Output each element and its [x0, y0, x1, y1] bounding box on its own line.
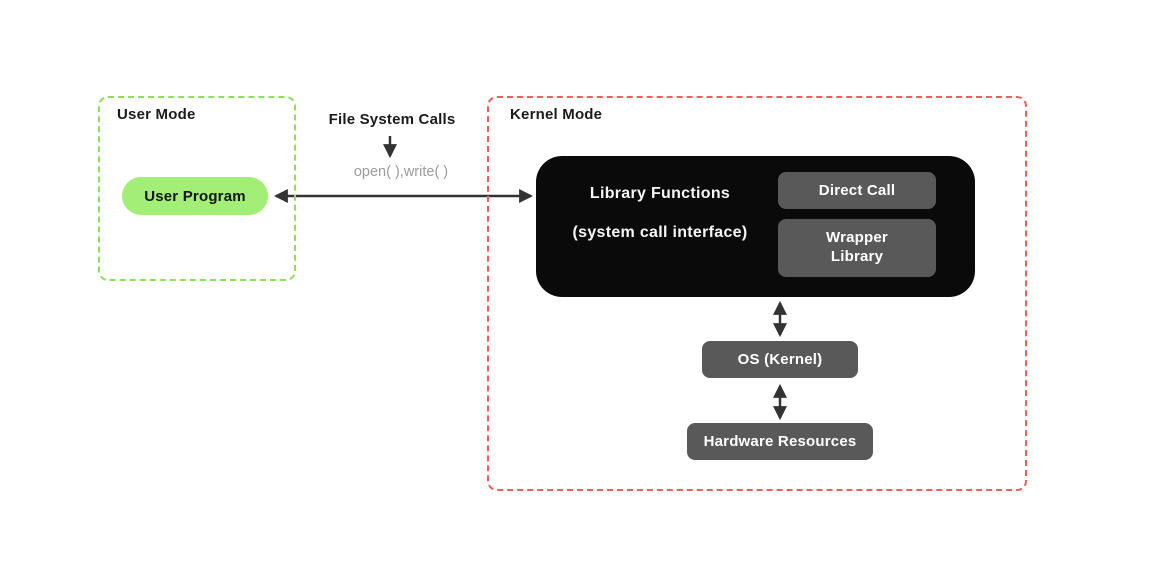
direct-call-node: Direct Call — [778, 172, 936, 209]
user-program-node: User Program — [122, 177, 268, 215]
wrapper-library-node: Wrapper Library — [778, 219, 936, 277]
hardware-resources-label: Hardware Resources — [703, 433, 857, 450]
hardware-resources-node: Hardware Resources — [687, 423, 873, 460]
user-mode-group — [98, 96, 296, 281]
wrapper-library-label: Wrapper Library — [826, 229, 888, 265]
file-system-calls-label: File System Calls — [328, 111, 456, 128]
library-functions-title: Library Functions — [589, 185, 731, 202]
kernel-mode-label: Kernel Mode — [510, 106, 603, 123]
kernel-mode-group — [487, 96, 1027, 491]
direct-call-label: Direct Call — [818, 182, 896, 199]
file-system-calls-example: open( ),write( ) — [353, 164, 449, 180]
library-functions-subtitle: (system call interface) — [572, 224, 748, 241]
os-kernel-node: OS (Kernel) — [702, 341, 858, 378]
os-kernel-label: OS (Kernel) — [737, 351, 823, 368]
user-program-label: User Program — [144, 187, 246, 205]
user-mode-label: User Mode — [117, 106, 196, 123]
